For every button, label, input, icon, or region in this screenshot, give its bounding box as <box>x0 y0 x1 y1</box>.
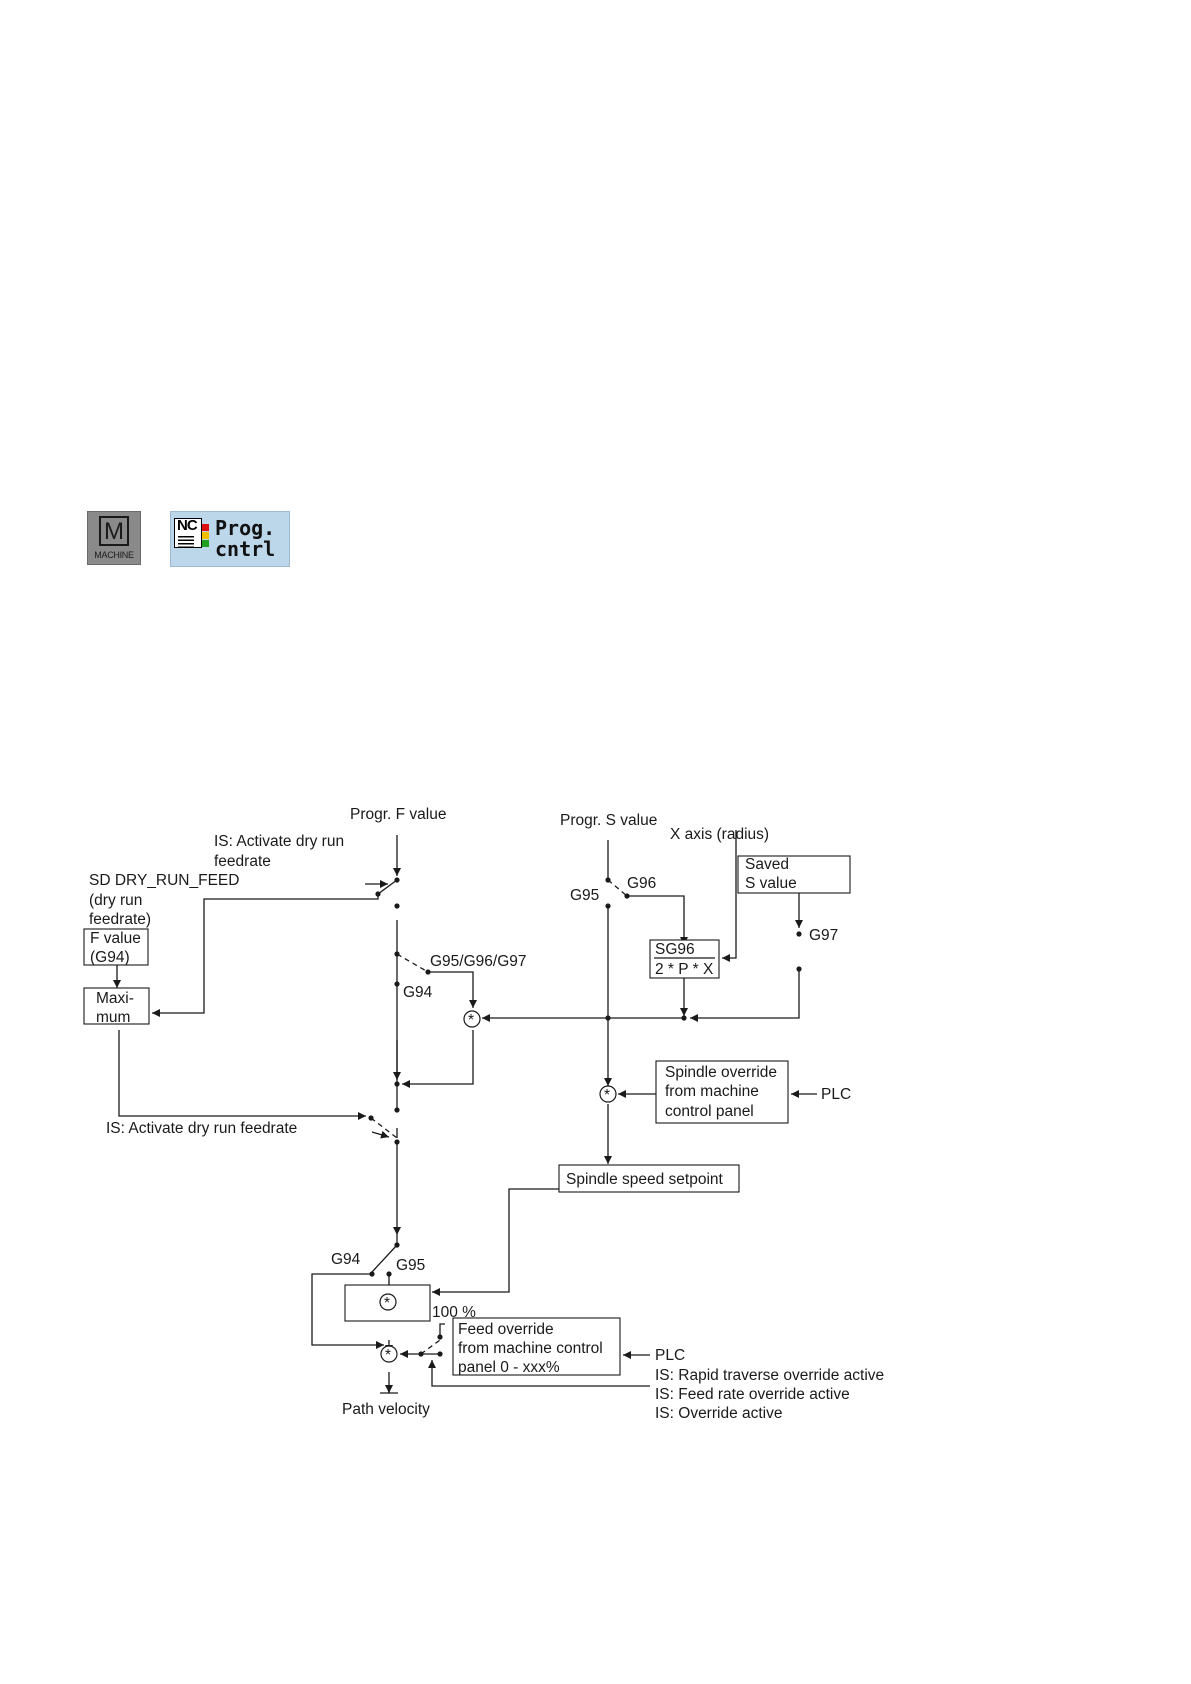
sd-dry-run-feed-label: SD DRY_RUN_FEED <box>89 872 239 889</box>
spindle-speed-setpoint-box <box>558 1164 740 1193</box>
is-feed-rate-override-label: IS: Feed rate override active <box>655 1386 850 1403</box>
svg-text:*: * <box>468 1012 474 1029</box>
multiplier-circle-s <box>599 1085 617 1103</box>
f-value-box <box>83 928 149 966</box>
svg-text:*: * <box>385 1347 391 1364</box>
g94-lower-label: G94 <box>331 1251 361 1268</box>
svg-text:control panel: control panel <box>665 1103 754 1120</box>
prog-cntrl-softkey[interactable]: NC Prog. cntrl <box>170 511 290 567</box>
x-axis-radius-label: X axis (radius) <box>670 826 769 843</box>
g95-s-label: G95 <box>570 887 599 904</box>
multiplier-circle-path <box>380 1345 398 1363</box>
sg96-box <box>649 939 720 979</box>
is-dry-run-label: IS: Activate dry run <box>214 833 344 850</box>
traffic-light-green-icon <box>202 540 209 547</box>
path-velocity-label: Path velocity <box>342 1401 430 1418</box>
traffic-light-red-icon <box>202 524 209 531</box>
100-percent-label: 100 % <box>432 1304 476 1321</box>
nc-program-icon: NC <box>174 517 202 548</box>
saved-s-value-box <box>737 855 851 894</box>
progr-s-value-label: Progr. S value <box>560 812 657 829</box>
maximum-label: Maxi- <box>96 990 134 1007</box>
f-value-label: F value <box>90 930 141 947</box>
f-value-path <box>113 835 650 1394</box>
feed-override-box <box>452 1317 621 1376</box>
multiplier-circle-f <box>463 1010 481 1028</box>
prog-cntrl-softkey-label: Prog. cntrl <box>215 516 276 561</box>
machine-softkey-label: MACHINE <box>94 550 134 560</box>
g97-s-label: G97 <box>809 927 838 944</box>
svg-text:panel 0 - xxx%: panel 0 - xxx% <box>458 1359 560 1376</box>
g96-s-label: G96 <box>627 875 656 892</box>
svg-text:feedrate): feedrate) <box>89 911 151 928</box>
svg-text:S value: S value <box>745 875 797 892</box>
svg-text:from machine control: from machine control <box>458 1340 603 1357</box>
g95-g96-g97-label: G95/G96/G97 <box>430 953 527 970</box>
svg-text:from machine: from machine <box>665 1083 759 1100</box>
machine-softkey[interactable]: M MACHINE <box>87 511 141 565</box>
traffic-light-yellow-icon <box>202 532 209 539</box>
machine-icon: M <box>99 516 129 546</box>
spindle-speed-setpoint-label: Spindle speed setpoint <box>566 1171 724 1188</box>
is-rapid-traverse-label: IS: Rapid traverse override active <box>655 1367 884 1384</box>
program-lines-icon <box>178 536 194 548</box>
svg-text:2 * P * X: 2 * P * X <box>655 961 714 978</box>
s-value-path <box>482 830 817 1164</box>
svg-text:*: * <box>384 1295 390 1312</box>
sg96-label: SG96 <box>655 941 695 958</box>
plc-lower-label: PLC <box>655 1347 685 1364</box>
is-override-active-label: IS: Override active <box>655 1405 783 1422</box>
multiplier-circle-g95 <box>379 1293 397 1311</box>
saved-s-value-label: Saved <box>745 856 789 873</box>
is-dry-run-lower-label: IS: Activate dry run feedrate <box>106 1120 297 1137</box>
feed-override-label: Feed override <box>458 1321 554 1338</box>
spindle-override-label: Spindle override <box>665 1064 777 1081</box>
maximum-box <box>83 987 150 1025</box>
svg-text:mum: mum <box>96 1009 130 1026</box>
svg-text:(G94): (G94) <box>90 949 130 966</box>
g94-upper-label: G94 <box>403 984 433 1001</box>
plc-upper-label: PLC <box>821 1086 851 1103</box>
svg-text:*: * <box>604 1087 610 1104</box>
g95-lower-label: G95 <box>396 1257 425 1274</box>
svg-text:feedrate: feedrate <box>214 853 271 870</box>
progr-f-value-label: Progr. F value <box>350 806 447 823</box>
spindle-override-box <box>655 1060 789 1124</box>
svg-text:(dry run: (dry run <box>89 892 142 909</box>
nc-icon-text: NC <box>177 517 198 534</box>
